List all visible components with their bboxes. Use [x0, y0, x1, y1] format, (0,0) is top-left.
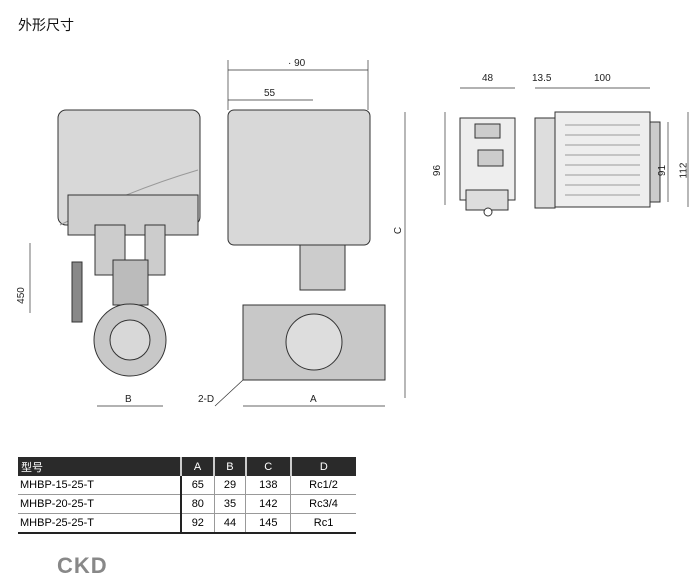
header-c: C: [244, 457, 291, 476]
cell: MHBP-25-25-T: [18, 513, 183, 534]
ckd-logo: CKD: [57, 553, 108, 578]
dim-55: 55: [264, 88, 276, 99]
dim-48: 48: [482, 73, 494, 84]
dim-c: C: [393, 226, 405, 235]
cell: 142: [245, 494, 291, 514]
header-b: B: [213, 457, 246, 476]
cell: 138: [245, 476, 291, 495]
dim-b: B: [125, 394, 132, 405]
cell: MHBP-20-25-T: [18, 494, 183, 514]
cell: MHBP-15-25-T: [18, 476, 183, 495]
dim-2d: 2-D: [198, 394, 215, 405]
page-title: 外形尺寸: [18, 17, 74, 33]
dim-a: A: [310, 394, 317, 405]
dim-450: 450: [15, 287, 27, 304]
cell: 65: [180, 476, 215, 495]
dim-90: · 90: [288, 58, 306, 69]
table-header: 型号 A B C D: [18, 457, 356, 476]
dimension-drawing: [29, 60, 689, 407]
cell: Rc3/4: [290, 494, 356, 514]
cell: 145: [245, 513, 291, 534]
cell: 29: [213, 476, 246, 495]
dim-13-5: 13.5: [532, 73, 552, 84]
cell: Rc1: [290, 513, 356, 534]
header-model: 型号: [18, 457, 182, 476]
cell: 92: [180, 513, 215, 534]
cell: 44: [213, 513, 246, 534]
cell: 35: [213, 494, 246, 514]
dim-96: 96: [432, 164, 444, 177]
dim-100: 100: [594, 73, 611, 84]
cell: 80: [180, 494, 215, 514]
header-d: D: [289, 457, 356, 476]
dim-91: 91: [657, 164, 669, 177]
header-a: A: [180, 457, 215, 476]
dim-112: 112: [678, 162, 690, 179]
cell: Rc1/2: [290, 476, 356, 495]
